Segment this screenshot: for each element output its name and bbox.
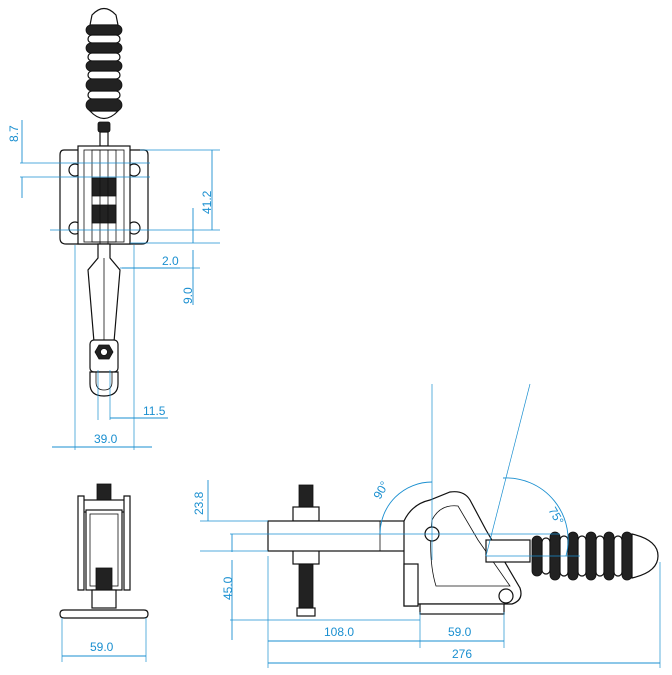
top-view-handle (85, 7, 123, 147)
angle-75: 75° (545, 505, 566, 528)
dim-108-0: 108.0 (324, 625, 354, 639)
dim-41-2: 41.2 (200, 190, 214, 214)
end-view: 59.0 (59, 483, 149, 662)
dim-23-8: 23.8 (192, 491, 206, 515)
dim-11-5: 11.5 (143, 404, 166, 418)
dim-45-0: 45.0 (221, 576, 235, 600)
top-view-dimension-lines (20, 120, 220, 450)
dim-39-0-top: 39.0 (94, 432, 118, 446)
top-view: 8.7 41.2 2.0 9.0 11.5 39.0 (7, 7, 220, 450)
dim-59-0-right: 59.0 (448, 625, 472, 639)
dim-2-0: 2.0 (162, 254, 179, 268)
top-view-arm (87, 243, 121, 397)
side-view-handle (485, 531, 659, 581)
dim-59-0-left: 59.0 (90, 640, 114, 654)
top-view-base (59, 145, 149, 245)
angle-90: 90° (370, 479, 391, 502)
dim-276: 276 (452, 647, 472, 661)
side-view: 90° 75° 23.8 45.0 108.0 59.0 276 (192, 383, 661, 668)
dim-8-7: 8.7 (7, 125, 21, 142)
dim-9-0: 9.0 (181, 287, 195, 304)
